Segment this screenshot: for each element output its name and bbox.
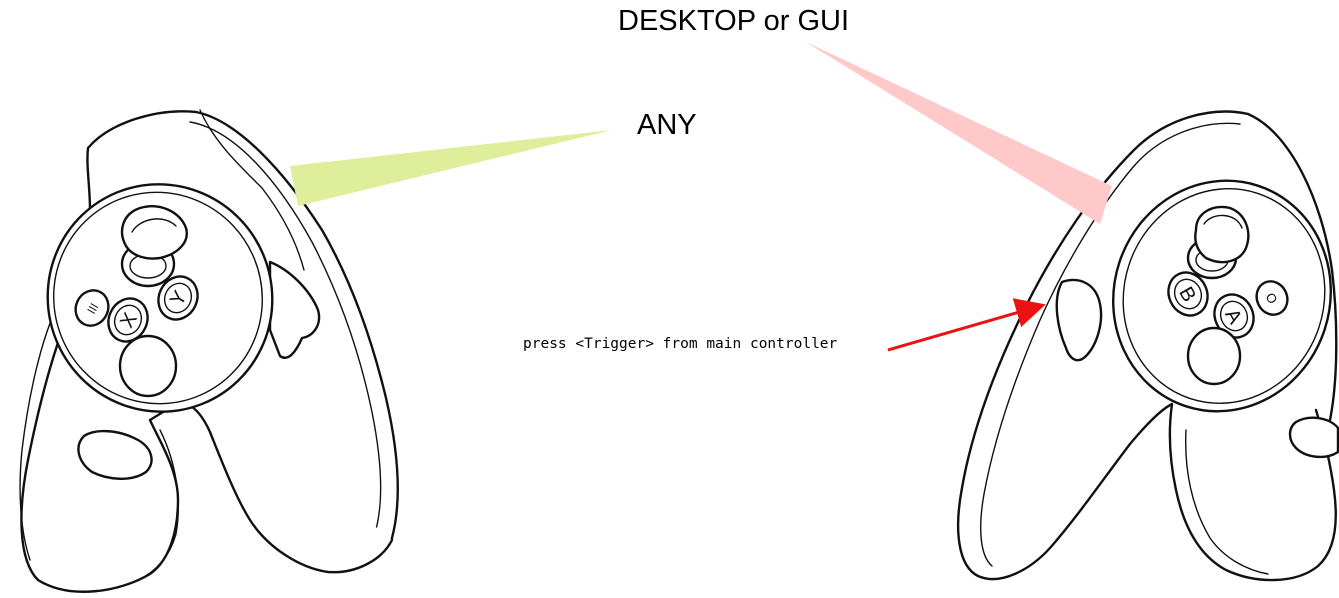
right-a-button: A xyxy=(1213,293,1255,339)
right-grip-button xyxy=(1288,416,1339,459)
left-grip-edge xyxy=(19,299,61,561)
right-face-plate xyxy=(1112,179,1332,413)
left-ring-inner-edge xyxy=(189,121,382,537)
right-face-plate-inner xyxy=(1122,188,1326,404)
right-grip-seam xyxy=(1185,429,1269,575)
left-y-button: Y xyxy=(157,275,199,321)
left-controller: III X Y xyxy=(19,109,612,593)
left-grip-seam xyxy=(137,429,179,581)
right-grip xyxy=(1168,402,1337,582)
any-label: ANY xyxy=(637,109,697,141)
left-x-button: X xyxy=(107,297,149,343)
left-menu-button: III xyxy=(74,289,110,327)
left-thumb-rest xyxy=(118,334,178,398)
desktop-gui-label: DESKTOP or GUI xyxy=(618,5,849,37)
right-trigger xyxy=(1055,278,1103,362)
left-trigger xyxy=(268,260,321,359)
left-face-plate-inner xyxy=(53,191,263,405)
right-oculus-button: O xyxy=(1255,280,1289,316)
any-pointer-beam xyxy=(290,130,612,206)
right-ring-back xyxy=(1246,112,1338,422)
left-ring-inner-edge-2 xyxy=(199,109,305,271)
trigger-arrow xyxy=(887,298,1046,352)
left-thumbstick xyxy=(120,205,188,288)
right-thumbstick xyxy=(1186,205,1250,280)
desktop-pointer-beam xyxy=(806,42,1112,224)
left-grip-button xyxy=(77,429,153,480)
trigger-instruction-label: press <Trigger> from main controller xyxy=(523,336,838,352)
right-controller: B A O xyxy=(806,42,1339,582)
right-b-button: B xyxy=(1167,271,1209,317)
right-thumb-rest xyxy=(1186,326,1242,386)
